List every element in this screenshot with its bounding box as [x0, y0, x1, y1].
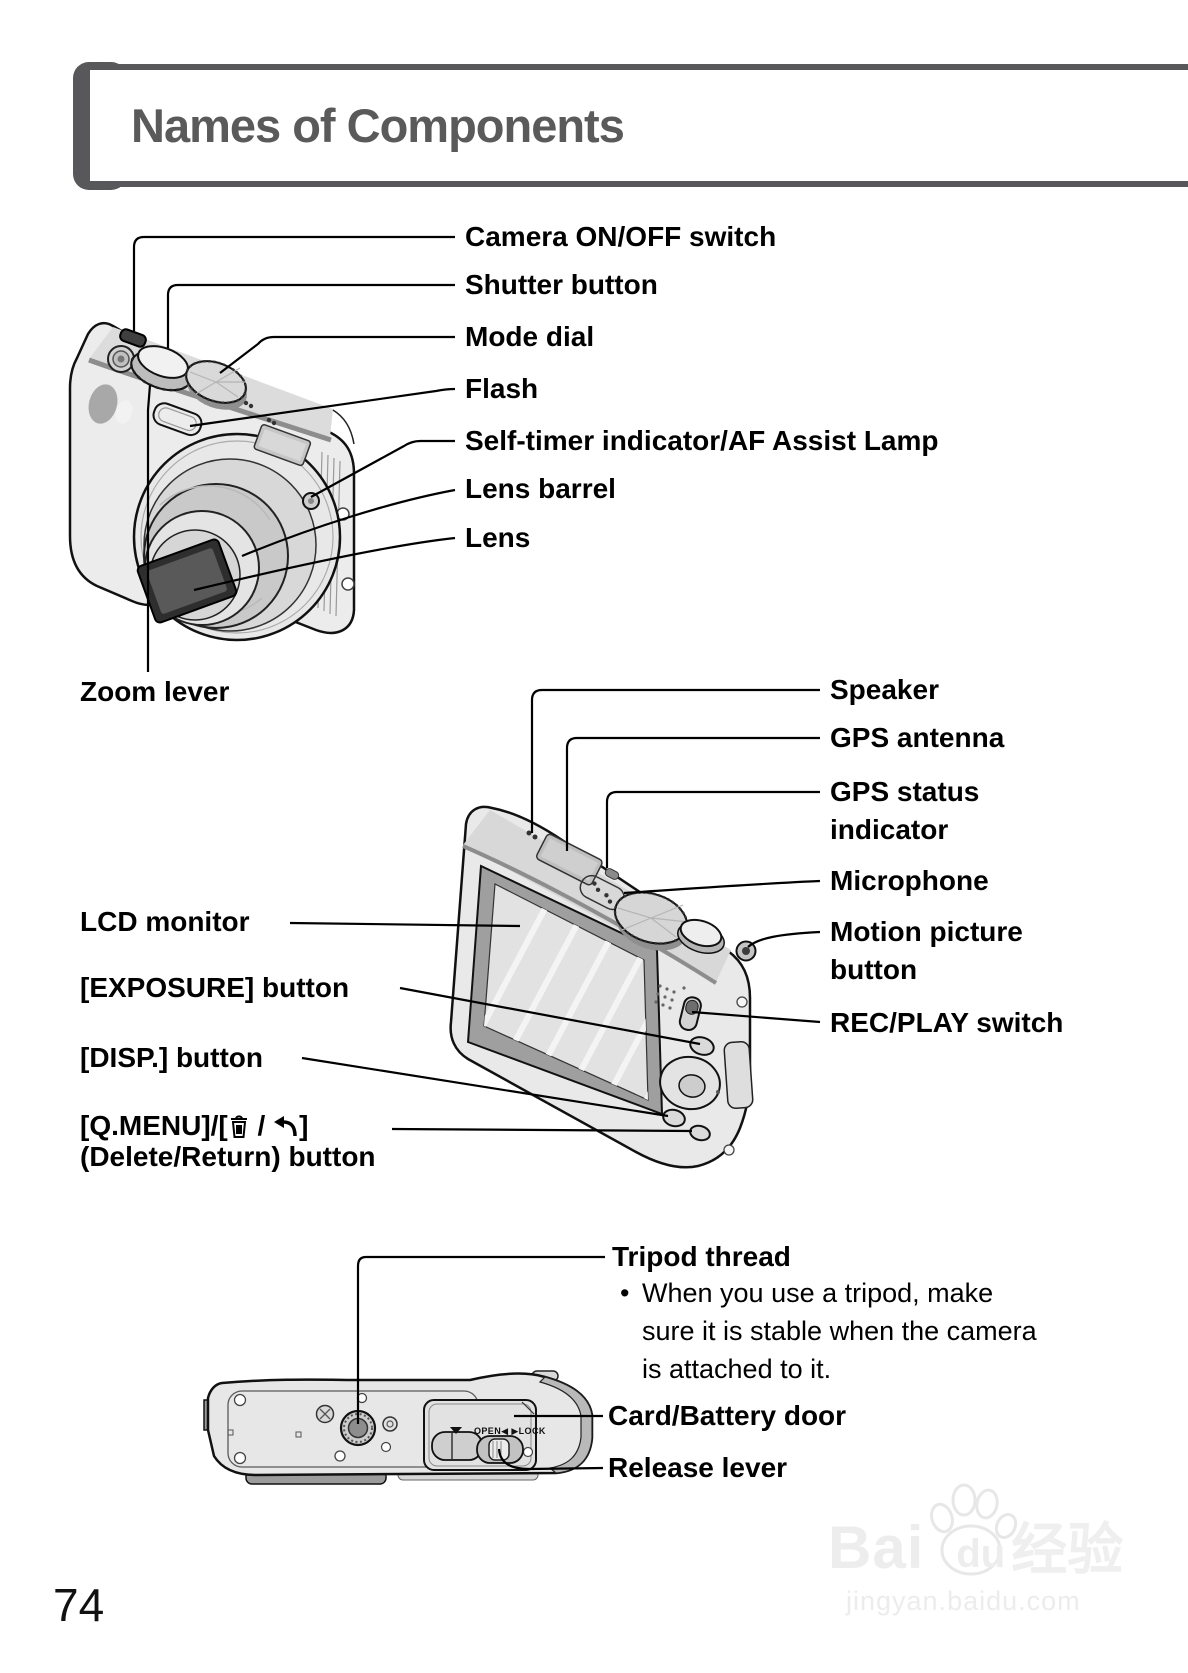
label-self-timer: Self-timer indicator/AF Assist Lamp — [465, 425, 939, 456]
d-pad — [659, 1055, 721, 1111]
phillips-screw — [315, 1404, 335, 1424]
label-mode-dial: Mode dial — [465, 321, 595, 352]
label-gps-status-indicator: GPS status indicator — [830, 776, 980, 845]
watermark-cn-text: 经验 — [1011, 1518, 1124, 1581]
label-microphone: Microphone — [830, 865, 989, 896]
watermark-site-text: jingyan.baidu.com — [846, 1586, 1081, 1616]
speaker-hole — [532, 834, 538, 840]
gps-antenna-window — [535, 833, 603, 886]
speaker-grid — [654, 984, 686, 1010]
label-speaker: Speaker — [830, 674, 939, 705]
watermark-bai-text: Bai — [828, 1514, 925, 1581]
label-disp-button: [DISP.] button — [80, 1042, 264, 1073]
side-port-door — [723, 1040, 754, 1109]
trash-icon — [228, 1113, 250, 1139]
bottom-view-drawing — [203, 1370, 594, 1485]
baidu-watermark: Bai du 经验 — [828, 1478, 1168, 1578]
return-arrow-icon — [273, 1115, 299, 1139]
page-number: 74 — [53, 1579, 105, 1631]
label-lens: Lens — [465, 522, 531, 553]
label-lcd-monitor: LCD monitor — [80, 906, 250, 937]
back-view-drawing — [449, 805, 757, 1169]
tripod-note: When you use a tripod, make sure it is s… — [642, 1278, 1037, 1384]
label-tripod-thread: Tripod thread — [612, 1241, 791, 1272]
qmenu-text-prefix: [Q.MENU]/[ — [80, 1110, 228, 1141]
on-off-switch — [119, 328, 147, 348]
label-rec-play-switch: REC/PLAY switch — [830, 1007, 1064, 1038]
label-card-battery-door: Card/Battery door — [608, 1400, 847, 1431]
paw-icon — [924, 1478, 1020, 1578]
rec-play-switch-shape — [678, 996, 702, 1031]
front-view-drawing — [68, 322, 356, 642]
label-shutter-button: Shutter button — [465, 269, 658, 300]
tripod-thread-shape — [339, 1409, 377, 1447]
lens-aperture — [136, 538, 238, 624]
label-zoom-lever: Zoom lever — [80, 676, 230, 707]
top-deco-dots — [243, 400, 277, 426]
label-release-lever: Release lever — [608, 1452, 788, 1483]
speaker-hole — [526, 830, 532, 836]
mode-dial-shape — [184, 359, 248, 410]
label-motion-picture-button: Motion picture button — [830, 916, 1023, 985]
label-exposure-button: [EXPOSURE] button — [80, 972, 350, 1003]
label-qmenu-delete-return: [Q.MENU]/[ / ] (Delete/Return) button — [80, 1110, 376, 1172]
label-lens-barrel: Lens barrel — [465, 473, 616, 504]
label-camera-on-off-switch: Camera ON/OFF switch — [465, 221, 777, 252]
leader-lines — [132, 235, 821, 1471]
header-bar: Names of Components — [90, 64, 1188, 187]
label-flash: Flash — [465, 373, 539, 404]
door-open-lock-text: OPEN◀ ▶LOCK — [474, 1426, 546, 1436]
page-title: Names of Components — [131, 99, 625, 152]
watermark-du-text: du — [956, 1532, 1006, 1576]
gps-window-front — [253, 424, 312, 467]
qmenu-text-suffix: ] — [299, 1110, 309, 1141]
gps-status-lamp — [604, 868, 620, 880]
label-gps-antenna: GPS antenna — [830, 722, 1005, 753]
qmenu-text-sep: / — [249, 1110, 274, 1141]
lens-assembly — [132, 432, 342, 642]
qmenu-line2: (Delete/Return) button — [80, 1141, 376, 1172]
shutter-back — [679, 918, 723, 948]
tripod-note-bullet: • — [620, 1278, 630, 1308]
screw-hole — [341, 577, 355, 591]
